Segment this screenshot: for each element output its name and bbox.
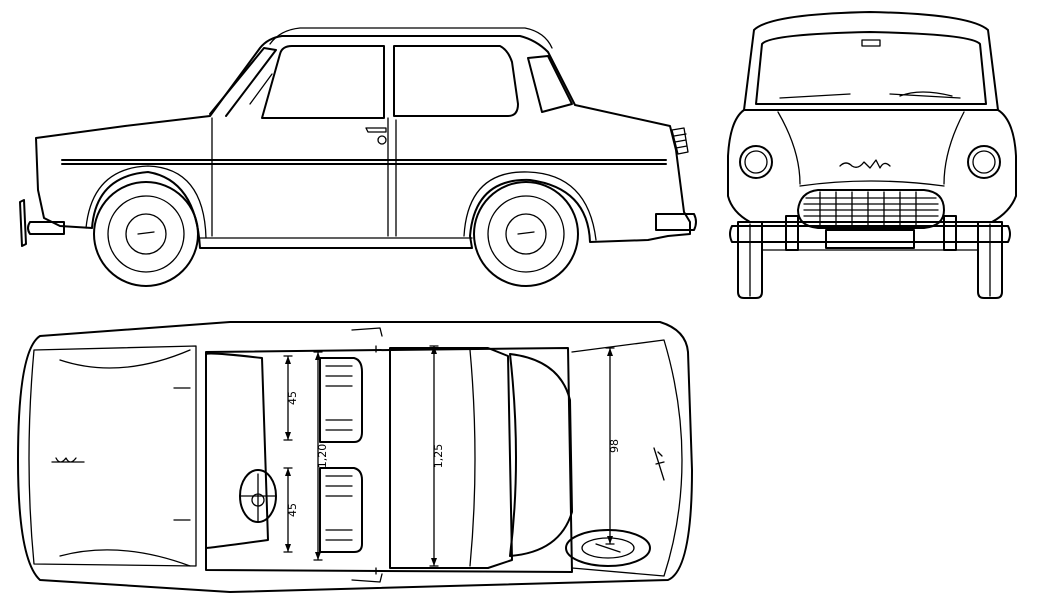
top-door-handle-lower	[351, 573, 383, 583]
dim-label-front-interior-width: 1,20	[316, 444, 329, 469]
side-door-line	[211, 117, 397, 237]
top-trunk-emblem	[653, 447, 665, 481]
top-hood-emblem	[51, 457, 85, 463]
side-door-lock	[377, 135, 387, 145]
front-badge-script	[839, 159, 891, 169]
front-wheel-right	[977, 221, 1003, 299]
side-chrome-strip	[61, 159, 667, 165]
top-front-seat-left	[319, 467, 363, 553]
top-front-seat-right	[319, 357, 363, 443]
top-trunk	[571, 339, 683, 577]
top-rear-window	[509, 353, 573, 557]
side-door-handle	[365, 127, 387, 133]
side-tail-light	[671, 127, 689, 155]
side-front-wheel	[93, 181, 199, 287]
front-headlight-left	[739, 145, 773, 179]
side-body-outline	[35, 35, 691, 249]
dim-front-seat-left-line	[283, 467, 293, 553]
dim-rear-seat-line	[605, 347, 615, 545]
side-windshield	[209, 47, 277, 117]
side-rear-wheel	[473, 181, 579, 287]
front-license-plate	[825, 229, 915, 249]
side-front-window	[261, 45, 385, 119]
dim-label-front-seat-left: 45	[286, 503, 299, 517]
top-hood	[28, 345, 197, 567]
top-door-handle-upper	[351, 327, 383, 337]
front-cabin-outline	[743, 11, 999, 111]
dim-front-width-line	[313, 351, 323, 561]
top-rear-bench	[389, 347, 513, 569]
top-spare-tire	[565, 529, 651, 567]
front-bumper	[729, 225, 1011, 243]
top-windshield	[205, 352, 269, 549]
side-quarter-window	[527, 55, 573, 113]
side-view	[19, 27, 697, 287]
dim-label-front-seat-right: 45	[286, 391, 299, 405]
side-rear-window	[393, 45, 519, 117]
side-rear-bumper	[655, 213, 697, 231]
front-wheel-left	[737, 221, 763, 299]
front-headlight-right	[967, 145, 1001, 179]
top-view: 45 45 1,20 1,25 98	[17, 321, 693, 593]
top-steering-wheel	[239, 469, 277, 523]
dim-front-seat-right-line	[283, 355, 293, 441]
front-view	[727, 11, 1017, 299]
dim-label-rear-seat-length: 98	[608, 439, 621, 453]
side-front-bumper	[19, 199, 65, 247]
front-mirror	[861, 39, 881, 47]
dim-label-rear-interior-width: 1,25	[432, 444, 445, 469]
top-body-outline	[17, 321, 693, 593]
dim-rear-width-line	[429, 345, 439, 567]
front-windshield	[755, 31, 987, 105]
